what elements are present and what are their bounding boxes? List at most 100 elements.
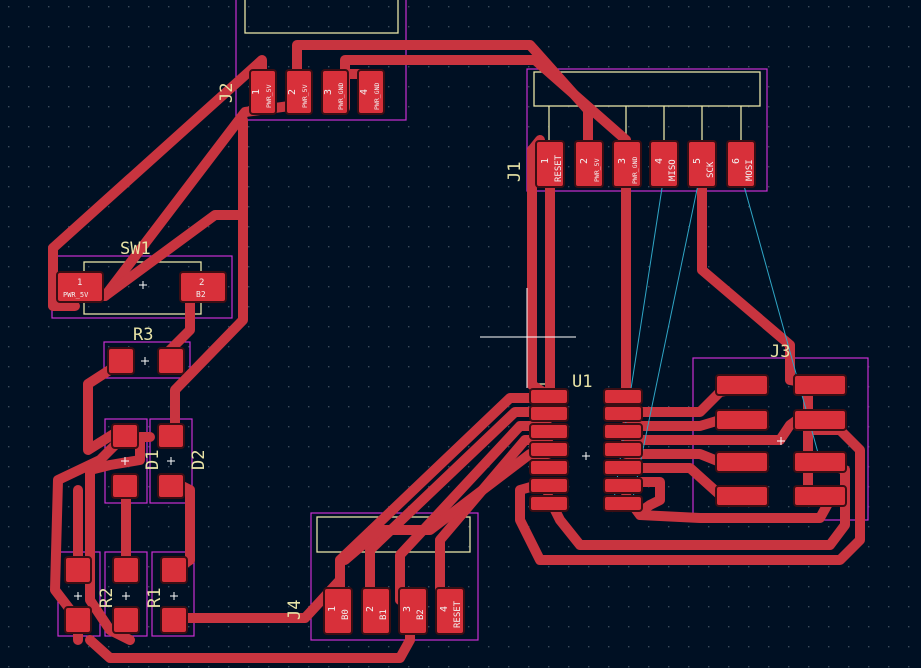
r1-pad-1[interactable] [112,556,140,584]
j3-pad-2[interactable] [793,374,847,396]
j1-pin3-num: 3 [617,158,628,164]
r2-pad-1[interactable] [64,556,92,584]
j4-pin1-net: B0 [341,609,351,620]
j1-pin2-net: PWR_5V [593,158,601,182]
j2-pad-3[interactable] [321,69,349,115]
j4-pad-labels: 1 B0 2 B1 3 B2 4 RESET [327,600,463,628]
j2-pin4-num: 4 [359,89,370,95]
r2-pad-2[interactable] [64,606,92,634]
j3-pad-5[interactable] [715,451,769,473]
j1-pin4-net: MISO [668,159,678,181]
j2-pin3-num: 3 [323,89,334,95]
d1-pad-2[interactable] [111,473,139,499]
trace-j2-p2-j1-p2 [292,40,593,170]
j2-pin2-net: PWR_5V [301,84,309,108]
j2-pin2-num: 2 [287,89,298,95]
j2-pad-4[interactable] [357,69,385,115]
j4-pin1-num: 1 [327,606,338,612]
j3-pad-6[interactable] [793,451,847,473]
j2-pad-1[interactable] [249,69,277,115]
anchor-j3 [777,437,785,445]
sw1-pad-1[interactable] [56,271,104,303]
j1-pad-3[interactable] [612,140,642,188]
j2-pin1-net: PWR_5V [265,84,273,108]
u1-pad-11[interactable] [603,441,643,458]
ref-j1: J1 [505,162,525,182]
d2-pad-2[interactable] [157,473,185,499]
j4-pad-1[interactable] [323,587,353,635]
u1-pad-4[interactable] [529,441,569,458]
ref-r1: R1 [145,588,165,608]
r1-pad-2[interactable] [112,606,140,634]
j4-pad-2[interactable] [361,587,391,635]
j4-pad-4[interactable] [435,587,465,635]
j1-pad-labels: 1 RESET 2 PWR_5V 3 PWR_GND 4 MISO 5 SCK … [540,154,755,184]
trace-u1-left-pin7-loop [515,425,865,565]
j4-pin4-net: RESET [453,600,463,628]
u1-pad-5[interactable] [529,459,569,476]
j4-pin2-net: B1 [379,609,389,620]
sw1-pin2-num: 2 [199,278,204,288]
anchor-u1 [582,452,590,460]
sw1-pin2-net: B2 [196,290,206,299]
j1-pad-4[interactable] [649,140,679,188]
j4-pin4-num: 4 [439,606,450,612]
r4-pad-2[interactable] [160,606,188,634]
j2-silk-body [244,0,399,34]
u1-pad-6[interactable] [529,477,569,494]
r3-pad-2[interactable] [157,347,185,375]
r4-courtyard [151,551,195,637]
u1-pad-2[interactable] [529,405,569,422]
j4-silk-body [316,516,471,553]
sw1-pin1-num: 1 [77,278,82,288]
u1-pad-13[interactable] [603,477,643,494]
j3-pad-8[interactable] [793,485,847,507]
u1-pad-3[interactable] [529,423,569,440]
j3-pad-3[interactable] [715,409,769,431]
pads-layer [56,69,847,635]
j1-pad-6[interactable] [726,140,756,188]
j1-silk-body [533,71,761,107]
anchor-d2 [167,457,175,465]
trace-j2-p1-sw1 [48,55,267,311]
u1-pad-12[interactable] [603,459,643,476]
d2-pad-1[interactable] [157,423,185,449]
anchor-sw1 [139,281,147,289]
j1-pin6-num: 6 [731,158,742,164]
j2-pad-2[interactable] [285,69,313,115]
sw1-pad-2[interactable] [179,271,227,303]
j1-courtyard [526,68,768,192]
u1-pad-1[interactable] [529,388,569,405]
ref-r2: R2 [97,588,117,608]
pad-anchor-marks [74,281,785,600]
u1-pad-10[interactable] [603,423,643,440]
ref-j2: J2 [217,83,237,103]
j3-pad-4[interactable] [793,409,847,431]
anchor-r1 [122,592,130,600]
j1-pad-5[interactable] [687,140,717,188]
anchor-r2 [74,592,82,600]
j3-pad-1[interactable] [715,374,769,396]
j1-pad-1[interactable] [535,140,565,188]
u1-pad-7[interactable] [529,495,569,512]
j4-pin3-num: 3 [402,606,413,612]
trace-gnd-sw1-branch [100,210,248,301]
j1-pad-2[interactable] [574,140,604,188]
u1-pad-14[interactable] [603,495,643,512]
reference-designators: J2 J1 SW1 R3 D1 D2 R2 R1 U1 J3 J4 [97,83,790,620]
r3-pad-1[interactable] [107,347,135,375]
ref-d1: D1 [143,450,163,470]
u1-pad-9[interactable] [603,405,643,422]
ref-r3: R3 [133,325,153,345]
j2-pin3-net: PWR_GND [337,83,345,110]
d1-pad-1[interactable] [111,423,139,449]
j4-pad-3[interactable] [398,587,428,635]
j1-pin2-num: 2 [579,158,590,164]
r4-pad-1[interactable] [160,556,188,584]
j3-pad-7[interactable] [715,485,769,507]
j1-pin3-net: PWR_GND [631,157,639,184]
j2-pin1-num: 1 [251,89,262,95]
sw1-pin1-net: PWR_5V [63,291,89,299]
u1-pad-8[interactable] [603,388,643,405]
